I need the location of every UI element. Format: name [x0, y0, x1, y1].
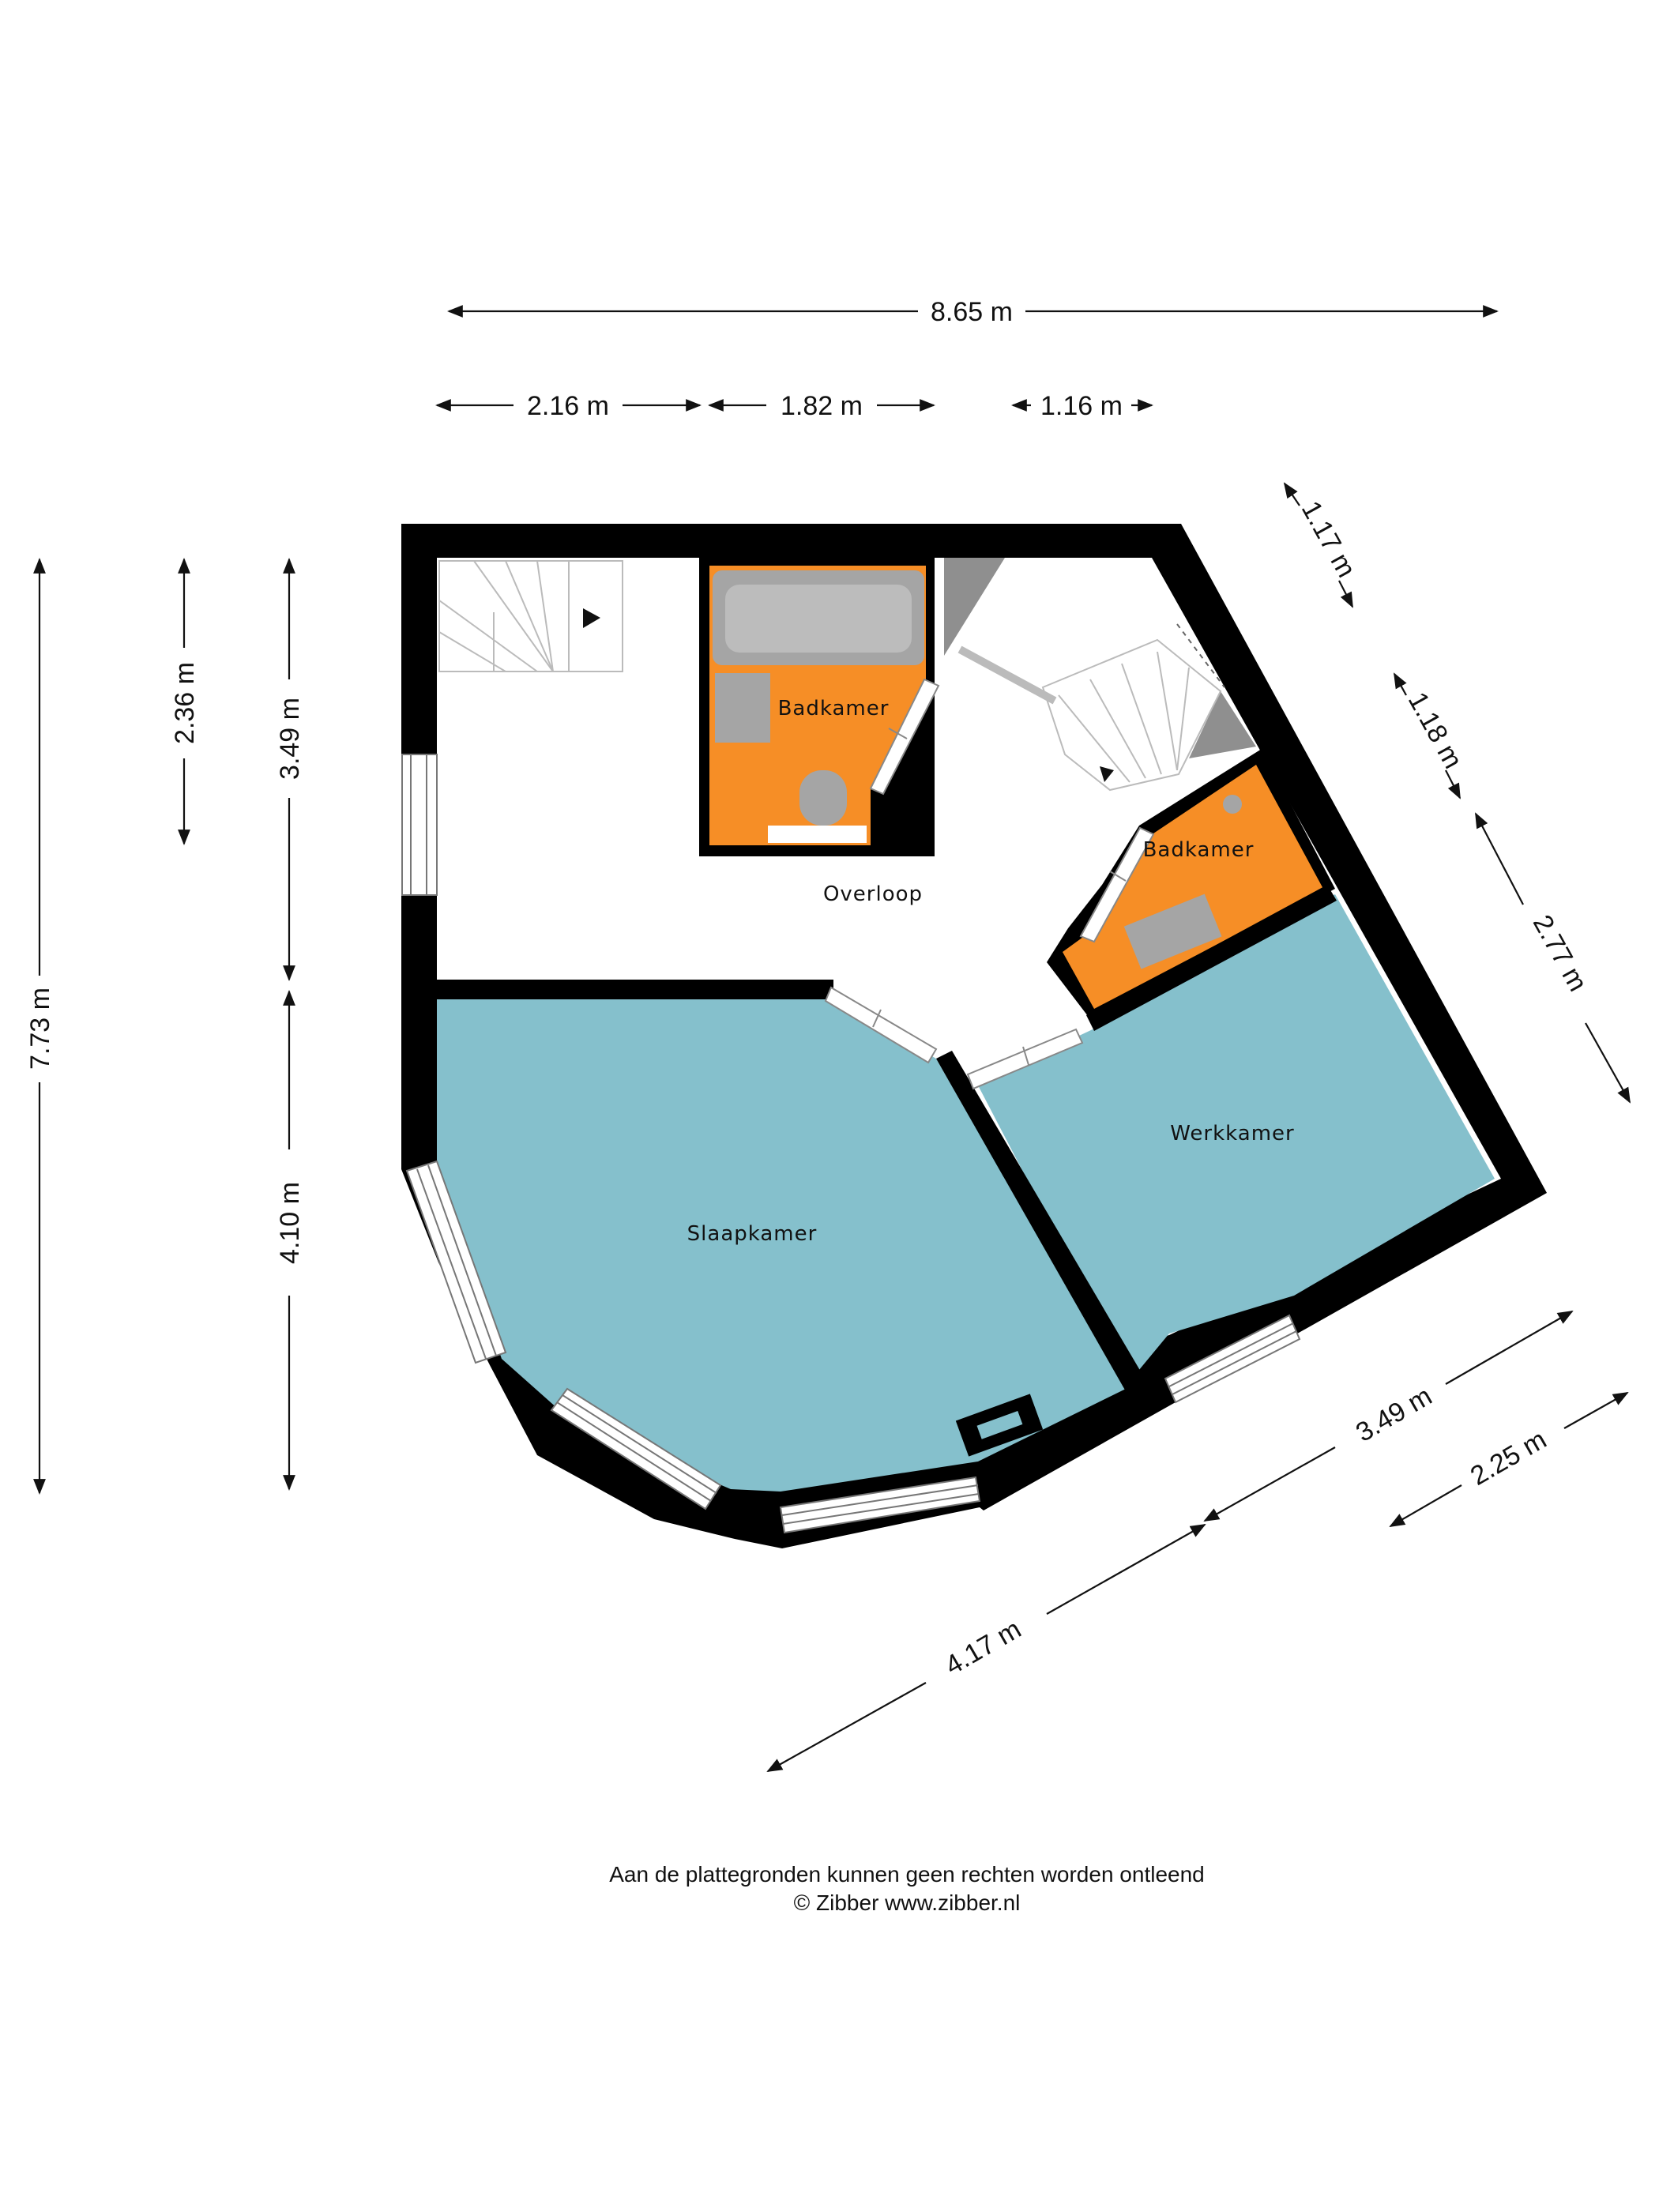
bathtub-inner [725, 585, 912, 653]
svg-text:2.16 m: 2.16 m [527, 391, 609, 421]
dim-top-b: 1.82 m [708, 391, 935, 421]
shaft-1 [944, 558, 1005, 656]
svg-text:1.17 m: 1.17 m [1296, 496, 1362, 582]
svg-text:2.36 m: 2.36 m [170, 662, 200, 744]
radiator [955, 1394, 1044, 1457]
svg-text:7.73 m: 7.73 m [25, 988, 55, 1070]
stairs-1 [438, 560, 623, 672]
dim-right-c: 2.77 m [1475, 812, 1631, 1104]
svg-text:4.17 m: 4.17 m [940, 1614, 1026, 1681]
dim-bottom-c: 4.17 m [766, 1524, 1206, 1772]
wall-slaapkamer-right [936, 1051, 1152, 1398]
dim-left-total: 7.73 m [25, 558, 55, 1495]
wall-werkkamer-top [1086, 885, 1337, 1031]
svg-text:1.18 m: 1.18 m [1402, 687, 1469, 773]
window-left [401, 754, 438, 896]
dim-top-total: 8.65 m [447, 297, 1499, 327]
toilet-tank-1 [768, 826, 867, 843]
wall-slaapkamer-top [437, 980, 833, 999]
dim-top-c: 1.16 m [1011, 391, 1153, 421]
toilet-2 [1223, 795, 1242, 814]
werkkamer-floor [977, 894, 1495, 1379]
svg-text:1.16 m: 1.16 m [1040, 391, 1123, 421]
window-slaapkamer-2 [550, 1387, 722, 1510]
room-label-badkamer-2: Badkamer [1143, 838, 1255, 862]
dim-top-a: 2.16 m [435, 391, 702, 421]
stairs-2 [957, 623, 1225, 792]
window-slaapkamer-1 [405, 1160, 507, 1364]
room-label-badkamer-1: Badkamer [778, 697, 890, 720]
svg-text:4.10 m: 4.10 m [275, 1182, 305, 1264]
toilet-1 [799, 770, 847, 826]
slaapkamer-floor [437, 997, 1126, 1492]
door-slaapkamer[interactable] [824, 986, 938, 1064]
sink-1 [715, 673, 770, 743]
dim-left-mid: 3.49 m [275, 558, 305, 981]
svg-text:8.65 m: 8.65 m [931, 297, 1013, 327]
svg-text:3.49 m: 3.49 m [275, 698, 305, 780]
svg-text:1.82 m: 1.82 m [781, 391, 863, 421]
svg-text:3.49 m: 3.49 m [1351, 1381, 1437, 1448]
room-label-werkkamer: Werkkamer [1170, 1122, 1294, 1146]
room-label-slaapkamer: Slaapkamer [687, 1222, 818, 1246]
svg-text:2.25 m: 2.25 m [1465, 1424, 1552, 1492]
window-werkkamer [1164, 1314, 1301, 1404]
disclaimer-text: Aan de plattegronden kunnen geen rechten… [609, 1862, 1204, 1887]
dim-right-b: 1.18 m [1394, 672, 1469, 799]
room-label-overloop: Overloop [823, 882, 923, 906]
shaft-2 [1189, 691, 1256, 758]
badkamer-2-floor [1063, 765, 1323, 1009]
dim-right-a: 1.17 m [1283, 482, 1362, 608]
dim-left-lower: 4.10 m [275, 990, 305, 1491]
dim-left-upper: 2.36 m [170, 558, 200, 845]
door-badkamer-2[interactable] [1079, 826, 1155, 943]
window-slaapkamer-3 [779, 1476, 981, 1534]
door-werkkamer[interactable] [966, 1028, 1084, 1090]
svg-text:2.77 m: 2.77 m [1527, 910, 1593, 996]
copyright-text: © Zibber www.zibber.nl [794, 1890, 1021, 1915]
sink-2 [1123, 893, 1222, 969]
door-badkamer-1[interactable] [869, 678, 940, 796]
